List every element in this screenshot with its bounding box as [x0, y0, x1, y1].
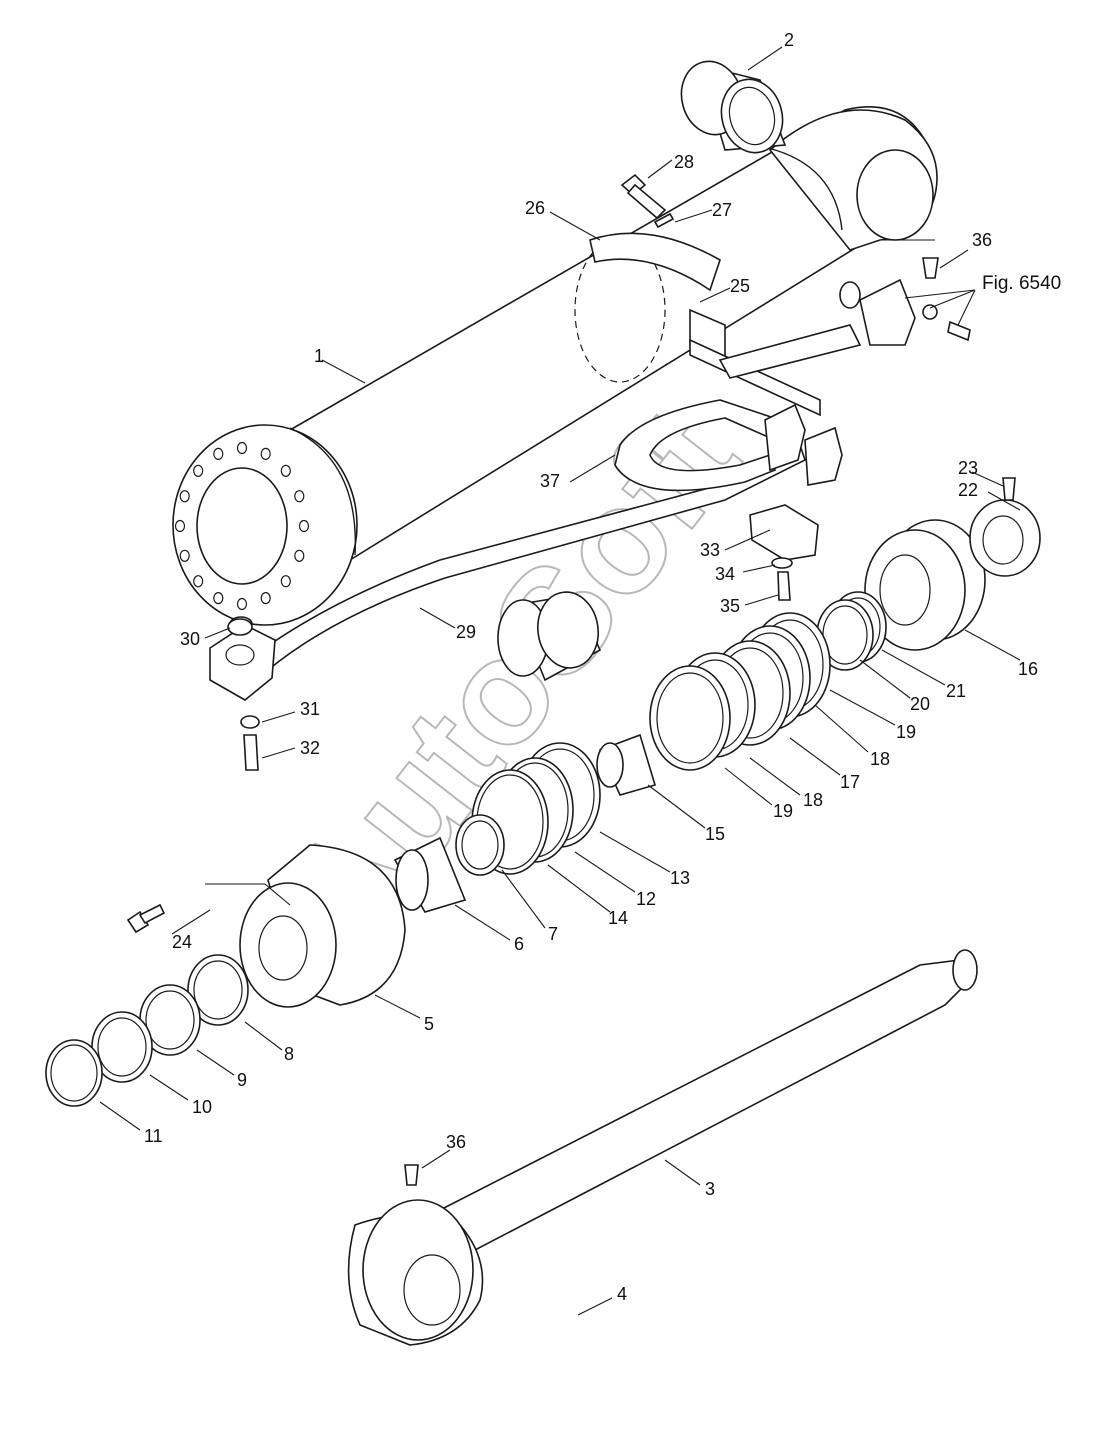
flange-bolt-hole — [260, 447, 271, 460]
callout-28: 28 — [674, 152, 694, 172]
callout-2: 2 — [784, 30, 794, 50]
part-15-bushing — [596, 733, 656, 796]
part-31-washer — [240, 715, 260, 729]
part-35-bolt — [777, 571, 791, 601]
callout-8: 8 — [284, 1044, 294, 1064]
part-20-ring — [816, 599, 874, 671]
callout-20: 20 — [910, 694, 930, 714]
flange-bolt-hole — [280, 575, 291, 588]
part-32-bolt — [243, 734, 259, 771]
callout-35: 35 — [720, 596, 740, 616]
callout-11: 11 — [144, 1126, 163, 1146]
flange-bolt-hole — [236, 441, 248, 455]
flange-bolt-hole — [294, 490, 305, 503]
callout-9: 9 — [237, 1070, 247, 1090]
callout-26: 26 — [525, 198, 545, 218]
flange-bolt-hole — [213, 447, 224, 460]
flange-bolt-hole — [174, 519, 186, 533]
part-9-ring — [139, 984, 201, 1056]
flange-bolt-hole — [193, 464, 204, 477]
callout-22: 22 — [958, 480, 978, 500]
part-2-bushing — [680, 60, 787, 154]
part-27-pin — [653, 212, 675, 229]
callout-36-rod: 36 — [446, 1132, 466, 1152]
callout-24: 24 — [172, 932, 192, 952]
flange-bolt-hole — [298, 519, 310, 533]
callout-5: 5 — [424, 1014, 434, 1034]
callout-4: 4 — [617, 1284, 627, 1304]
part-34-washer — [771, 557, 793, 569]
callout-25: 25 — [730, 276, 750, 296]
flange-bolt-hole — [280, 464, 291, 477]
callout-15: 15 — [705, 824, 725, 844]
part-33-clamp-block — [749, 504, 819, 561]
callout-27: 27 — [712, 200, 732, 220]
flange-bolt-hole — [179, 549, 190, 562]
flange-bolt-holes — [174, 441, 310, 611]
callout-33: 33 — [700, 540, 720, 560]
callout-36-top: 36 — [972, 230, 992, 250]
callout-18b: 18 — [803, 790, 823, 810]
callout-3: 3 — [705, 1179, 715, 1199]
part-22-nut — [969, 499, 1041, 577]
callout-18: 18 — [870, 749, 890, 769]
part-29-pipe — [209, 443, 806, 701]
flange-bolt-hole — [294, 549, 305, 562]
flange-bolt-hole — [260, 591, 271, 605]
part-4-bushing — [497, 591, 602, 682]
part-5-cylinder-head — [239, 844, 406, 1008]
callout-37: 37 — [540, 471, 560, 491]
callout-31: 31 — [300, 699, 320, 719]
part-37-pipe — [614, 278, 916, 492]
flange-bolt-hole — [213, 591, 224, 605]
callout-17: 17 — [840, 772, 860, 792]
callout-10: 10 — [192, 1097, 212, 1117]
part-36-grease-nipple-top — [922, 257, 939, 279]
leader-lines — [99, 46, 1021, 1316]
callout-7: 7 — [548, 924, 558, 944]
part-11-ring — [45, 1039, 103, 1107]
part-7-ring — [455, 814, 505, 876]
callout-14: 14 — [608, 908, 628, 928]
callout-30: 30 — [180, 629, 200, 649]
part-6-bushing — [393, 836, 467, 913]
callout-13: 13 — [670, 868, 690, 888]
callout-19: 19 — [896, 722, 916, 742]
part-16-piston — [864, 519, 986, 651]
part-3-piston-rod — [347, 949, 978, 1346]
flange-bolt-hole — [179, 490, 190, 503]
part-1-cylinder-tube — [172, 106, 938, 626]
callout-29: 29 — [456, 622, 476, 642]
part-19b-seal — [649, 665, 731, 771]
fig-6540-fittings — [922, 304, 971, 342]
part-23-set-screw — [1002, 477, 1016, 501]
callout-12: 12 — [636, 889, 656, 909]
callout-32: 32 — [300, 738, 320, 758]
part-28-bolt — [620, 173, 667, 220]
part-24-bolt — [126, 903, 166, 934]
flange-bolt-hole — [193, 575, 204, 588]
callout-1: 1 — [314, 346, 324, 366]
callout-labels: 2 1 3 4 5 6 7 8 9 10 11 12 13 14 15 16 1… — [144, 30, 1061, 1304]
figure-label: Fig. 6540 — [982, 273, 1061, 294]
callout-6: 6 — [514, 934, 524, 954]
part-10-ring — [91, 1011, 153, 1083]
callout-19b: 19 — [773, 801, 793, 821]
callout-34: 34 — [715, 564, 735, 584]
flange-bolt-hole — [236, 597, 248, 611]
callout-23: 23 — [958, 458, 978, 478]
callout-16: 16 — [1018, 659, 1038, 679]
callout-21: 21 — [946, 681, 966, 701]
part-30-o-ring — [227, 618, 253, 636]
part-8-ring — [187, 954, 249, 1026]
